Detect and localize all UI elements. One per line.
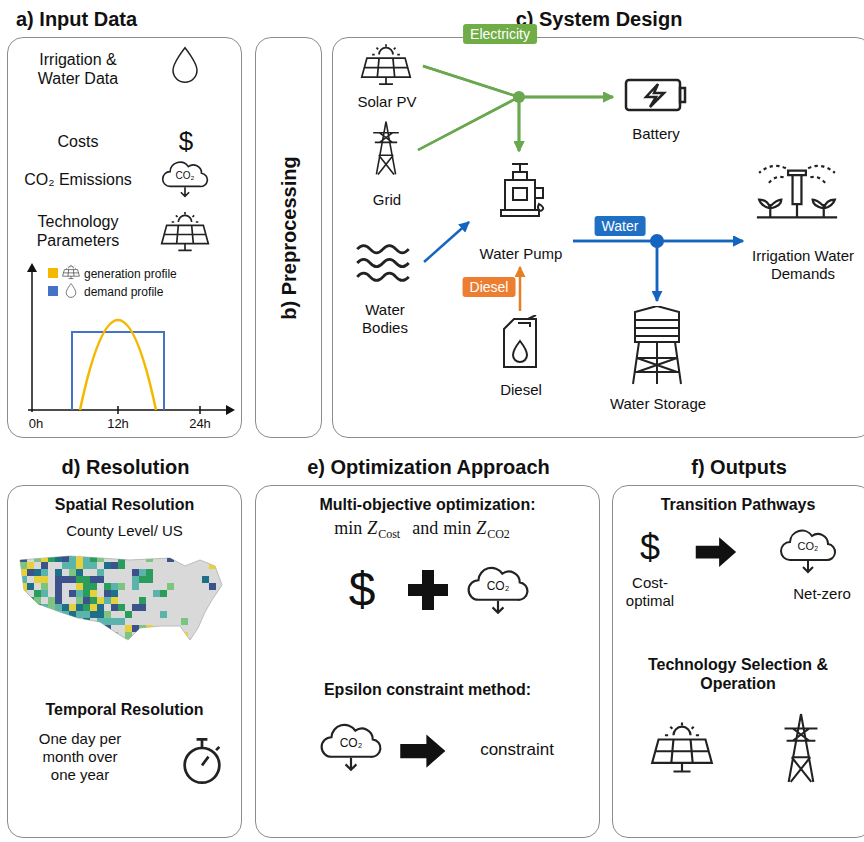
flow-tag: Diesel (463, 277, 516, 297)
component-node: Grid (356, 113, 418, 213)
component-label: Water Storage (601, 395, 715, 413)
panel-title: b) Preprocessing (277, 156, 300, 319)
water-waves-icon (357, 246, 409, 281)
text-label: $ (349, 561, 376, 619)
section-heading: Technology Selection & Operation (638, 655, 838, 693)
water-tower-icon (633, 306, 681, 384)
flow-connector (573, 241, 657, 301)
component-label: Diesel (486, 381, 556, 399)
panel-title: a) Input Data (16, 8, 236, 31)
section-heading: Epsilon constraint method: (255, 680, 600, 699)
text-label: $ (179, 126, 193, 157)
legend-entry: demand profile (48, 285, 163, 299)
flow-connector (418, 97, 613, 150)
text-label: 24h (189, 416, 211, 432)
us-map (20, 556, 222, 640)
text-label: CO₂ (176, 170, 195, 182)
solar-pv-icon (362, 44, 411, 84)
grid-tower-icon (785, 714, 818, 782)
flow-connector (657, 241, 743, 301)
text-label: Technology Parameters (18, 212, 138, 250)
text-label: CO₂ (798, 540, 819, 553)
drop-icon (173, 48, 197, 83)
flow-connector (423, 66, 613, 97)
text-label: One day per month over one year (30, 730, 130, 784)
text-label: County Level/ US (7, 522, 242, 540)
component-node: Water Pump (469, 151, 573, 267)
block-arrow (696, 537, 736, 567)
objective-formula: minZCostandminZCO2 (334, 518, 522, 542)
profile-chart (27, 263, 235, 415)
solar-icon (652, 722, 712, 771)
text-label: $ (640, 526, 660, 569)
component-label: Water Bodies (346, 301, 424, 337)
diesel-can-icon (504, 315, 536, 367)
section-heading: Temporal Resolution (7, 700, 242, 719)
text-label: Net-zero (793, 585, 851, 603)
component-label: Irrigation Water Demands (743, 247, 863, 283)
flow-connector (424, 222, 469, 262)
component-node: Water Storage (601, 301, 715, 417)
solar-icon (162, 212, 209, 250)
flow-tag: Water (595, 216, 646, 236)
formula-part: Z (476, 518, 486, 538)
legend-swatch (48, 286, 58, 296)
component-label: Battery (613, 125, 699, 143)
formula-part: CO2 (487, 527, 510, 541)
panel-title: e) Optimization Approach (256, 456, 601, 479)
section-heading: Multi-objective optimization: (255, 495, 600, 514)
panel-title: f) Outputs (613, 456, 864, 479)
text-label: 12h (107, 416, 129, 432)
county-cells (20, 555, 216, 646)
flow-connector (519, 97, 613, 151)
formula-part: min (334, 518, 362, 538)
legend-text: generation profile (84, 267, 177, 281)
formula-part: and (412, 518, 438, 538)
flow-connector (519, 267, 522, 311)
component-label: Grid (356, 191, 418, 209)
component-node: Solar PV (351, 41, 423, 115)
section-heading: Spatial Resolution (7, 495, 242, 514)
panel-box: c) System DesignSolar PVGridWater Bodies… (332, 37, 864, 438)
text-label: CO₂ (340, 736, 363, 750)
text-label: CO₂ (487, 579, 510, 593)
text-label: CO₂ Emissions (18, 170, 138, 189)
text-label: 0h (29, 416, 43, 432)
sprinkler-icon (757, 166, 837, 218)
component-label: Solar PV (351, 93, 423, 111)
plus-sign (408, 570, 448, 610)
component-node: Diesel (486, 311, 556, 403)
section-heading: Transition Pathways (612, 495, 864, 514)
component-node: Irrigation Water Demands (743, 151, 863, 287)
flow-connector (423, 66, 519, 151)
component-label: Water Pump (469, 245, 573, 263)
cloud-icon (163, 162, 208, 196)
battery-icon (626, 80, 685, 110)
formula-part: Z (367, 518, 377, 538)
text-label: Irrigation & Water Data (18, 50, 138, 88)
text-label: constraint (480, 740, 554, 760)
component-node: Battery (613, 67, 699, 147)
stopwatch-icon (185, 739, 220, 782)
cloud-icon (781, 531, 835, 572)
cloud-icon (322, 725, 381, 770)
cloud-icon (469, 568, 528, 613)
text-label: Costs (18, 132, 138, 151)
legend-entry: generation profile (48, 267, 177, 281)
block-arrow (400, 734, 445, 767)
grid-tower-icon (373, 122, 399, 175)
panel-title: c) System Design (333, 8, 864, 31)
formula-part: Cost (378, 527, 400, 541)
panel-box: b) Preprocessing (255, 37, 322, 438)
panel-title: d) Resolution (8, 456, 243, 479)
formula-part: min (443, 518, 471, 538)
legend-text: demand profile (84, 285, 163, 299)
component-node: Water Bodies (346, 233, 424, 341)
text-label: Cost-optimal (615, 574, 685, 610)
pump-icon (501, 164, 543, 216)
flow-tag: Electricity (463, 24, 537, 44)
legend-swatch (48, 268, 58, 278)
